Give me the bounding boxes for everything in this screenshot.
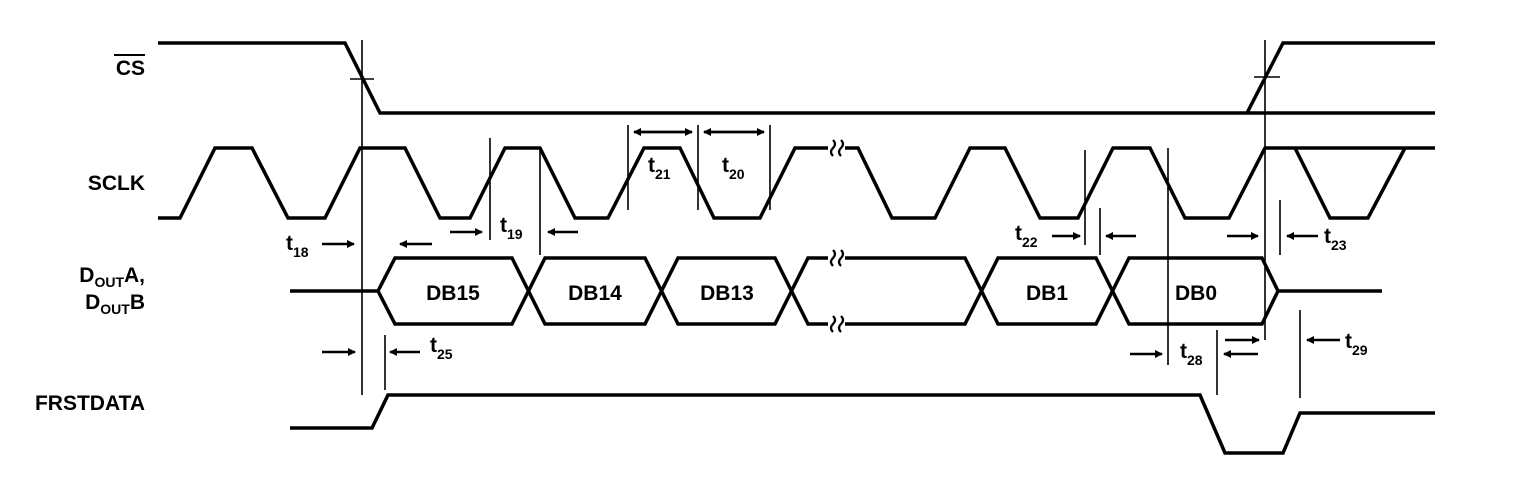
timing-label-t29: t29 <box>1345 330 1368 358</box>
data-bit-label: DB13 <box>700 282 754 305</box>
dout-break-mark-bottom <box>829 315 845 333</box>
dout-bus-top <box>376 256 1280 326</box>
timing-label-t22: t22 <box>1015 222 1038 250</box>
timing-label-t25: t25 <box>430 334 453 362</box>
data-bit-label: DB14 <box>568 282 622 305</box>
dout-bus-bottom <box>376 256 1280 326</box>
timing-label-t20: t20 <box>722 154 745 182</box>
frstdata-waveform <box>290 393 1435 455</box>
timing-label-t19: t19 <box>500 214 523 242</box>
timing-arrows <box>322 128 1340 358</box>
timing-guide-lines <box>361 40 1301 398</box>
cs-label: CS <box>114 54 145 80</box>
sclk-label: SCLK <box>88 172 145 195</box>
sclk-waveform-right <box>845 146 1435 220</box>
data-bit-label: DB15 <box>426 282 480 305</box>
sclk-break-mark <box>829 139 845 157</box>
timing-label-t21: t21 <box>648 154 671 182</box>
cs-waveform <box>158 41 1435 115</box>
sclk-waveform-left <box>158 146 828 220</box>
dout-a-label: DOUTA, <box>79 264 145 290</box>
data-bit-label: DB1 <box>1026 282 1068 305</box>
data-bit-label: DB0 <box>1175 282 1217 305</box>
dout-break-mark-top <box>829 249 845 267</box>
cs-label-text: CS <box>116 57 145 80</box>
frstdata-label: FRSTDATA <box>35 392 145 415</box>
dout-b-label: DOUTB <box>85 291 145 317</box>
timing-label-t28: t28 <box>1180 340 1203 368</box>
sclk-tail-falling <box>1293 147 1407 220</box>
timing-label-t23: t23 <box>1324 225 1347 253</box>
timing-label-t18: t18 <box>286 232 309 260</box>
